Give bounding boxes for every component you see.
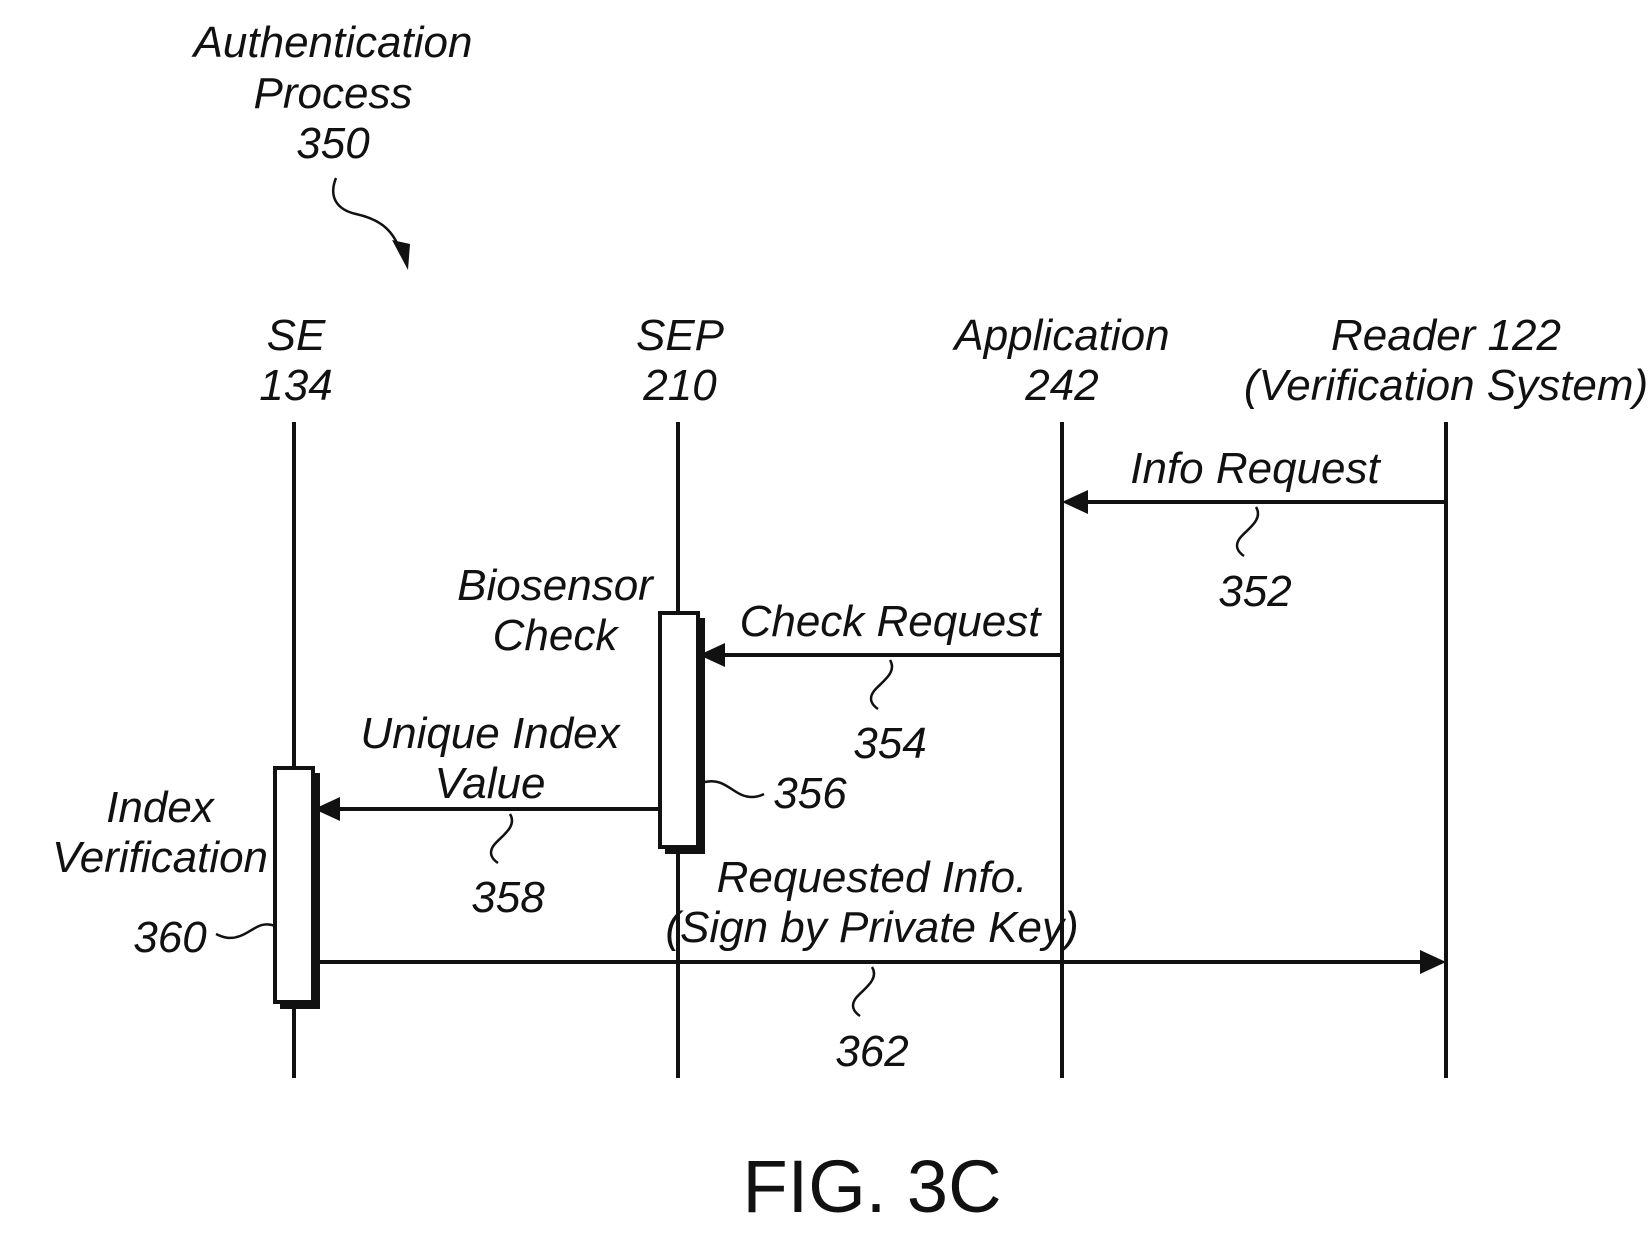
process-title-line2: Process xyxy=(254,69,413,118)
requested-info-ref-squiggle xyxy=(853,967,874,1016)
check-request-ref-squiggle xyxy=(871,660,892,709)
biosensor-ref-squiggle xyxy=(705,781,764,797)
biosensor-ref: 356 xyxy=(773,769,847,818)
requested-info-label-line2: (Sign by Private Key) xyxy=(665,903,1078,952)
lifeline-app-ref: 242 xyxy=(1024,361,1098,410)
index-verification-label-line2: Verification xyxy=(52,833,268,882)
info-request-label: Info Request xyxy=(1130,444,1381,493)
lifeline-sep-ref: 210 xyxy=(642,361,717,410)
lifeline-se-name: SE xyxy=(267,311,326,360)
info-request-ref-squiggle xyxy=(1237,507,1258,556)
biosensor-check-label-line2: Check xyxy=(493,611,620,660)
requested-info-arrowhead xyxy=(1420,950,1446,974)
info-request-ref: 352 xyxy=(1218,567,1291,616)
check-request-label: Check Request xyxy=(740,597,1043,646)
process-pointer-arrowhead xyxy=(392,240,410,270)
lifeline-reader-sub: (Verification System) xyxy=(1244,361,1648,410)
lifeline-sep-name: SEP xyxy=(636,311,725,360)
process-ref: 350 xyxy=(296,119,370,168)
requested-info-label-line1: Requested Info. xyxy=(717,853,1028,902)
figure-label: FIG. 3C xyxy=(742,1145,1001,1228)
info-request-arrowhead xyxy=(1062,490,1088,514)
biosensor-check-label-line1: Biosensor xyxy=(457,561,655,610)
unique-index-label-line1: Unique Index xyxy=(360,709,621,758)
sep-activation-box xyxy=(660,613,698,847)
process-pointer-squiggle xyxy=(333,178,400,250)
lifeline-se-ref: 134 xyxy=(259,361,332,410)
process-title-line1: Authentication xyxy=(191,18,473,67)
index-verification-ref: 360 xyxy=(133,913,207,962)
unique-index-ref: 358 xyxy=(471,873,545,922)
unique-index-ref-squiggle xyxy=(491,814,512,863)
lifeline-reader-name: Reader 122 xyxy=(1331,311,1561,360)
requested-info-ref: 362 xyxy=(835,1027,908,1076)
unique-index-label-line2: Value xyxy=(435,759,546,808)
index-verification-label-line1: Index xyxy=(106,783,216,832)
lifeline-app-name: Application xyxy=(951,311,1169,360)
se-activation-box xyxy=(275,768,313,1002)
check-request-ref: 354 xyxy=(853,719,926,768)
index-verification-ref-squiggle xyxy=(216,924,275,938)
